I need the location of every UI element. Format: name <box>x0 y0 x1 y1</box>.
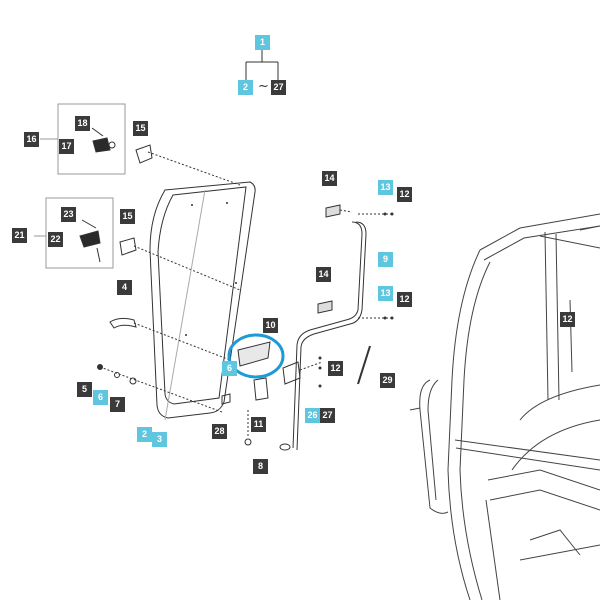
callout-assembly: 1 <box>255 35 270 50</box>
callout-5: 5 <box>77 382 92 397</box>
outer-handle <box>109 317 137 329</box>
callout-13-lower: 13 <box>378 286 393 301</box>
door-lock <box>253 377 269 401</box>
callout-12-frame: 12 <box>560 312 575 327</box>
callout-15-lower: 15 <box>120 209 135 224</box>
callout-6: 6 <box>93 390 108 405</box>
door-glass-outer <box>149 181 256 419</box>
callout-27: 27 <box>320 408 335 423</box>
gas-strut <box>357 345 371 385</box>
hinge-pin-lower <box>79 230 101 248</box>
callout-21: 21 <box>12 228 27 243</box>
callout-4: 4 <box>117 280 132 295</box>
callout-11: 11 <box>251 417 266 432</box>
callout-15-upper: 15 <box>133 121 148 136</box>
hinge-pin-upper <box>92 137 111 153</box>
hinge-detail-box-lower <box>45 197 114 269</box>
callout-8: 8 <box>253 459 268 474</box>
callout-6-lock: 6 <box>222 361 237 376</box>
callout-range-end: 27 <box>271 80 286 95</box>
callout-22: 22 <box>48 232 63 247</box>
inner-rail <box>292 221 363 449</box>
latch-plate <box>237 341 271 367</box>
callout-18: 18 <box>75 116 90 131</box>
callout-14-lower: 14 <box>316 267 331 282</box>
callout-23: 23 <box>61 207 76 222</box>
callout-26: 26 <box>305 408 320 423</box>
callout-9: 9 <box>378 252 393 267</box>
callout-10: 10 <box>263 318 278 333</box>
callout-28: 28 <box>212 424 227 439</box>
callout-12-upper: 12 <box>397 187 412 202</box>
door-glass-inner <box>157 186 247 405</box>
callout-7: 7 <box>110 397 125 412</box>
hinge-plate-lower <box>119 237 137 256</box>
callout-17: 17 <box>59 139 74 154</box>
callout-range-start: 2 <box>238 80 253 95</box>
bushing-upper <box>325 204 341 218</box>
callout-14-upper: 14 <box>322 171 337 186</box>
bushing-lower <box>317 300 333 314</box>
callout-16: 16 <box>24 132 39 147</box>
callout-13-upper: 13 <box>378 180 393 195</box>
callout-12-mid: 12 <box>328 361 343 376</box>
lock-striker <box>282 361 301 385</box>
callout-2: 2 <box>137 427 152 442</box>
hinge-plate-upper <box>135 144 153 164</box>
callout-3: 3 <box>152 432 167 447</box>
callout-12-lower: 12 <box>397 292 412 307</box>
range-separator: ~ <box>258 79 269 94</box>
highlight-ring <box>227 333 285 379</box>
callout-29: 29 <box>380 373 395 388</box>
cab-frame <box>409 213 600 600</box>
